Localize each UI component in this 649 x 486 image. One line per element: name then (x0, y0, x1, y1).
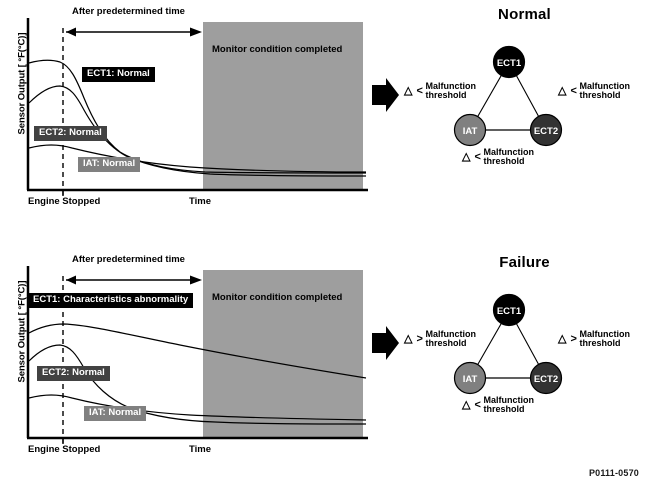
monitor-condition-caption: Monitor condition completed (212, 44, 343, 55)
chart-failure: Sensor Output [ °F(°C)] After predetermi… (0, 248, 380, 473)
sensor-triangle-normal: ECT1 IAT ECT2 (453, 45, 563, 147)
node-iat (453, 113, 487, 147)
diagram-title-normal: Normal (498, 6, 551, 23)
node-iat (453, 361, 487, 395)
node-label-iat: IAT (463, 126, 478, 137)
threshold-line2: threshold (579, 90, 621, 101)
curve-label-ect2: ECT2: Normal (34, 126, 107, 141)
node-ect1 (492, 293, 526, 327)
threshold-line1: Malfunction (579, 329, 630, 339)
x-tick-label-engine-stopped: Engine Stopped (28, 196, 101, 207)
document-reference-code: P0111-0570 (588, 468, 639, 478)
threshold-symbol-icon: △ > (558, 332, 578, 345)
span-arrow-right-icon (190, 275, 202, 285)
curve-label-ect2: ECT2: Normal (37, 366, 110, 381)
threshold-line2: threshold (483, 156, 525, 167)
flow-arrow-icon (372, 326, 399, 360)
node-label-ect2: ECT2 (534, 126, 558, 137)
curve-label-ect1: ECT1: Normal (82, 67, 155, 82)
sensor-triangle-failure: ECT1 IAT ECT2 (453, 293, 563, 395)
span-arrow-right-icon (190, 27, 202, 37)
after-predetermined-time-caption: After predetermined time (72, 6, 185, 17)
diagram-normal: Normal ECT1 IAT ECT2 △ < Malfunction thr… (400, 0, 649, 225)
panel-failure: Sensor Output [ °F(°C)] After predetermi… (0, 248, 649, 478)
monitor-condition-caption: Monitor condition completed (212, 292, 343, 303)
curve-iat-normal (28, 394, 367, 421)
threshold-bottom-iat-ect2: △ < Malfunction threshold (462, 147, 534, 167)
x-tick-label-time: Time (189, 196, 212, 207)
plot-area-normal (26, 18, 368, 196)
threshold-line1: Malfunction (425, 329, 476, 339)
threshold-symbol-icon: △ < (404, 84, 424, 97)
node-label-iat: IAT (463, 374, 478, 385)
threshold-line1: Malfunction (483, 395, 534, 405)
threshold-line2: threshold (483, 404, 525, 415)
diagram-failure: Failure ECT1 IAT ECT2 △ > Malfunction th… (400, 248, 649, 473)
threshold-line1: Malfunction (579, 81, 630, 91)
node-label-ect1: ECT1 (497, 58, 522, 69)
curve-ect1-normal (28, 59, 367, 174)
curve-ect1-abnormal (28, 323, 367, 379)
x-tick-label-time: Time (189, 444, 212, 455)
node-ect1 (492, 45, 526, 79)
node-ect2 (529, 113, 563, 147)
chart-normal: Sensor Output [ °F(°C)] After predetermi… (0, 0, 380, 225)
threshold-line1: Malfunction (425, 81, 476, 91)
panel-normal: Sensor Output [ °F(°C)] After predetermi… (0, 0, 649, 230)
threshold-line2: threshold (425, 338, 467, 349)
threshold-line2: threshold (579, 338, 621, 349)
threshold-symbol-icon: △ > (404, 332, 424, 345)
node-label-ect2: ECT2 (534, 374, 558, 385)
curve-label-iat: IAT: Normal (84, 406, 147, 421)
curve-label-ect1: ECT1: Characteristics abnormality (28, 293, 194, 308)
after-predetermined-time-caption: After predetermined time (72, 254, 185, 265)
plot-area-failure (26, 266, 368, 444)
threshold-left-ect1-iat: △ > Malfunction threshold (404, 329, 476, 349)
diagram-title-failure: Failure (499, 254, 550, 271)
curve-iat-normal (28, 144, 367, 173)
threshold-bottom-iat-ect2: △ < Malfunction threshold (462, 395, 534, 415)
threshold-left-ect1-iat: △ < Malfunction threshold (404, 81, 476, 101)
x-tick-label-engine-stopped: Engine Stopped (28, 444, 101, 455)
curve-ect2-normal (28, 85, 367, 177)
curve-label-iat: IAT: Normal (78, 157, 141, 172)
span-arrow-left-icon (66, 27, 76, 37)
monitor-condition-region (203, 22, 363, 190)
threshold-line1: Malfunction (483, 147, 534, 157)
flow-arrow-icon (372, 78, 399, 112)
threshold-symbol-icon: △ < (558, 84, 578, 97)
span-arrow-left-icon (66, 275, 76, 285)
threshold-right-ect1-ect2: △ < Malfunction threshold (558, 81, 630, 101)
node-label-ect1: ECT1 (497, 306, 522, 317)
threshold-line2: threshold (425, 90, 467, 101)
threshold-right-ect1-ect2: △ > Malfunction threshold (558, 329, 630, 349)
node-ect2 (529, 361, 563, 395)
threshold-symbol-icon: △ < (462, 150, 482, 163)
threshold-symbol-icon: △ < (462, 398, 482, 411)
